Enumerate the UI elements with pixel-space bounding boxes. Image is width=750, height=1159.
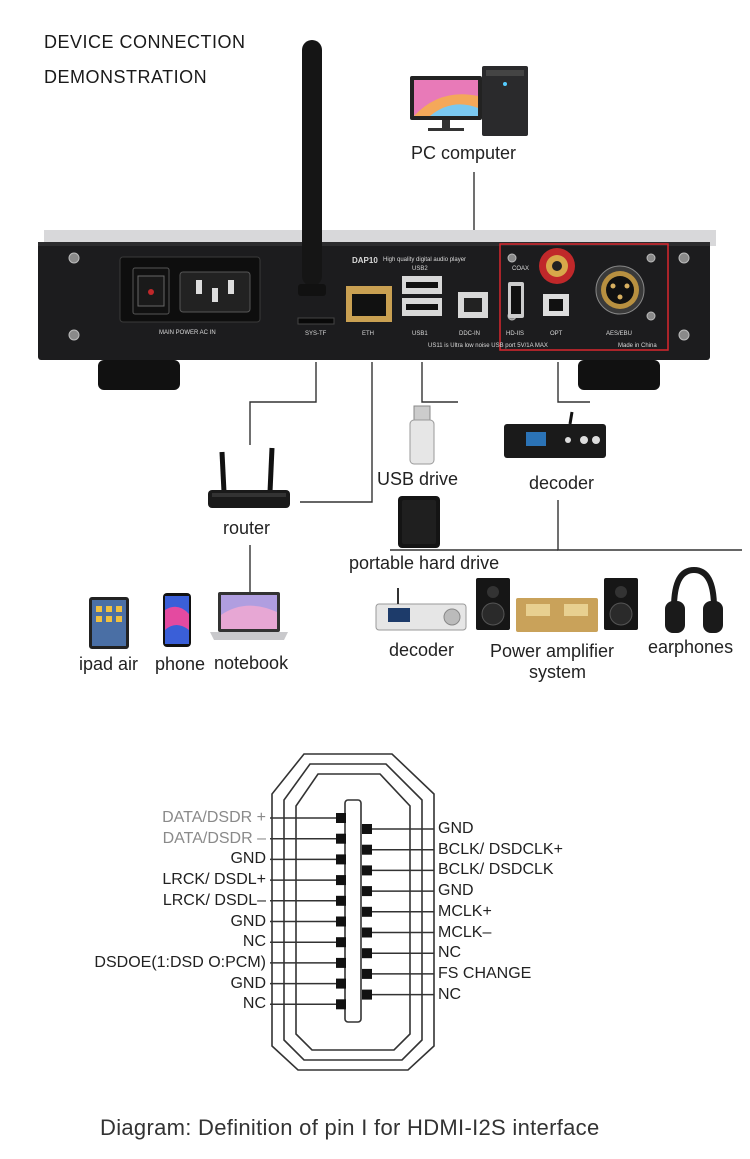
pin-square-right	[362, 989, 372, 1000]
pin-square-left	[336, 978, 346, 989]
pin-square-right	[362, 886, 372, 897]
panel-aes-label: AES/EBU	[606, 331, 633, 337]
pin-label-left: GND	[230, 974, 266, 992]
pin-label-left: GND	[230, 912, 266, 930]
hard-drive-icon	[398, 496, 440, 548]
hdmi-outline-inner	[295, 773, 411, 1051]
pin-square-right	[362, 865, 372, 876]
pin-square-left	[336, 833, 346, 844]
panel-usb1-label: USB1	[412, 331, 428, 337]
pin-label-left: DATA/DSDR –	[162, 829, 266, 847]
speaker-right-icon	[604, 578, 638, 630]
pin-label-right: FS CHANGE	[438, 964, 532, 982]
hdmi-pinout-diagram	[270, 753, 435, 1071]
pin-label-right: GND	[438, 882, 474, 900]
pin-square-left	[336, 813, 346, 823]
hdmi-pin-tongue	[344, 799, 362, 1023]
hdmi-outline-outer	[271, 753, 435, 1071]
panel-opt-label: OPT	[550, 331, 563, 337]
label-amp-line1: Power amplifier	[490, 641, 615, 661]
pin-square-right	[362, 844, 372, 855]
label-earphones: earphones	[648, 637, 734, 657]
panel-model: DAP10	[352, 256, 378, 265]
ipad-icon	[89, 597, 129, 649]
notebook-icon	[210, 592, 288, 640]
decoder-top-icon	[504, 411, 606, 458]
pin-label-right: NC	[438, 985, 462, 1003]
label-decoder-top: decoder	[529, 473, 595, 493]
pin-label-left: NC	[242, 933, 266, 951]
pin-label-right: GND	[438, 820, 474, 837]
pin-label-right: NC	[438, 944, 462, 962]
panel-subtitle: High quality digital audio player	[383, 257, 467, 263]
diagram-caption: Diagram: Definition of pin I for HDMI-I2…	[100, 1115, 600, 1140]
pin-label-left: NC	[242, 995, 266, 1013]
label-decoder-bottom: decoder	[389, 640, 455, 660]
antenna-icon	[298, 40, 326, 296]
panel-systf-label: SYS-TF	[305, 331, 327, 337]
pin-square-right	[362, 906, 372, 917]
pin-label-left: LRCK/ DSDL+	[162, 871, 266, 889]
pin-square-right	[362, 948, 372, 959]
amplifier-icon	[516, 598, 598, 632]
pin-label-right: MCLK+	[438, 902, 492, 920]
pin-square-left	[336, 937, 346, 948]
panel-usb2-label: USB2	[412, 266, 428, 272]
label-phone: phone	[155, 654, 206, 674]
phone-icon	[163, 593, 191, 647]
device-rear-panel	[38, 230, 716, 390]
pin-label-left: LRCK/ DSDL–	[162, 891, 266, 909]
pin-label-right: BCLK/ DSDCLK+	[438, 840, 563, 858]
pin-square-left	[336, 875, 346, 886]
label-hard-drive: portable hard drive	[349, 553, 500, 573]
label-amp-line2: system	[529, 662, 587, 682]
label-usb-drive: USB drive	[377, 469, 459, 489]
earphones-icon	[665, 566, 723, 633]
pin-label-left: GND	[230, 850, 266, 868]
panel-power-label: MAIN POWER AC IN	[159, 330, 216, 336]
router-icon	[208, 447, 290, 508]
device-graphics	[38, 40, 742, 649]
panel-coax-label: COAX	[512, 266, 530, 272]
panel-eth-label: ETH	[362, 331, 374, 337]
header-line-2: DEMONSTRATION	[44, 67, 208, 87]
pin-square-right	[362, 968, 372, 979]
pin-label-left: DSDOE(1:DSD O:PCM)	[94, 953, 266, 971]
pin-label-right: BCLK/ DSDCLK	[438, 861, 554, 879]
pin-label-right: MCLK–	[438, 923, 492, 941]
pin-square-left	[336, 916, 346, 927]
connection-lines	[249, 172, 742, 592]
panel-hdiis-label: HD-IIS	[506, 331, 524, 337]
pin-square-right	[362, 927, 372, 938]
decoder-bottom-icon	[375, 588, 467, 631]
pin-square-left	[336, 895, 346, 906]
header-line-1: DEVICE CONNECTION	[44, 32, 246, 52]
pc-tower-icon	[482, 66, 528, 136]
label-ipad: ipad air	[79, 654, 139, 674]
pin-square-left	[336, 999, 346, 1010]
label-notebook: notebook	[214, 653, 289, 673]
label-pc: PC computer	[411, 143, 517, 163]
pin-square-left	[336, 957, 346, 968]
label-router: router	[223, 518, 271, 538]
panel-made-label: Made in China	[618, 343, 657, 349]
panel-ddc-label: DDC-IN	[459, 331, 480, 337]
pin-label-left: DATA/DSDR +	[162, 809, 266, 826]
speaker-left-icon	[476, 578, 510, 630]
pin-square-left	[336, 854, 346, 865]
panel-note: US11 is Ultra low noise USB port 5V/1A M…	[428, 343, 548, 349]
pc-monitor-icon	[410, 76, 482, 131]
pin-square-right	[362, 824, 372, 834]
usb-drive-icon	[409, 405, 435, 465]
